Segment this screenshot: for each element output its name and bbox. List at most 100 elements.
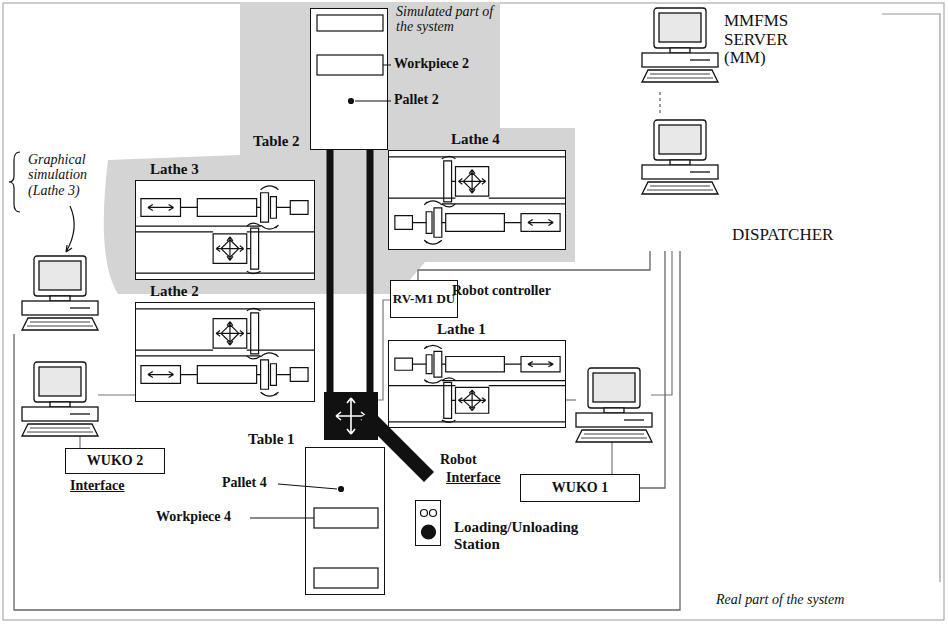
part-label: Interface xyxy=(446,470,500,485)
monitor-stand xyxy=(670,48,690,53)
node-text: Lathe 4 xyxy=(451,131,500,148)
lathe-part xyxy=(446,214,505,232)
node-text: DISPATCHER xyxy=(732,226,833,245)
node-text: Lathe 2 xyxy=(150,283,199,300)
outer-frame xyxy=(3,3,944,620)
lathe-part xyxy=(521,214,560,232)
lathe-detail xyxy=(389,364,565,422)
system-unit xyxy=(642,165,718,179)
computer-icon xyxy=(22,256,98,330)
part-label: Real part of the system xyxy=(716,592,844,607)
rail xyxy=(327,150,334,392)
lathe-drawing xyxy=(389,345,565,422)
monitor xyxy=(34,362,86,402)
keyboard xyxy=(22,318,98,330)
lathe-detail xyxy=(247,308,261,358)
lathe-detail xyxy=(247,223,261,273)
wire xyxy=(79,436,80,448)
lathe-part xyxy=(444,382,452,418)
node-drawing xyxy=(389,341,565,427)
pallet-slot xyxy=(314,568,378,588)
keyboard xyxy=(22,424,98,436)
node-text: Table 2 xyxy=(253,133,300,150)
robot-controller-box: RV-M1 DU xyxy=(390,280,458,318)
drive-slot xyxy=(690,59,710,60)
lathe-box: Lathe 4 xyxy=(388,150,566,250)
lathe-drawing xyxy=(136,308,314,396)
node-drawing xyxy=(306,448,384,594)
pallet-table: Table 2 xyxy=(310,8,388,150)
monitor xyxy=(654,8,706,48)
node-drawing xyxy=(136,181,314,279)
pallet-dot xyxy=(349,99,354,104)
system-unit xyxy=(22,301,98,315)
lathe-detail xyxy=(458,390,485,411)
node-text: Table 1 xyxy=(248,431,295,448)
node-drawing xyxy=(136,303,314,401)
screen xyxy=(593,373,635,402)
system-unit xyxy=(22,407,98,421)
lathe-detail xyxy=(442,156,456,206)
wire xyxy=(566,399,576,400)
monitor xyxy=(34,256,86,296)
lathe-part xyxy=(434,351,442,377)
lathe-part xyxy=(434,208,442,237)
node-text: Loading/Unloading Station xyxy=(454,519,604,552)
lathe-part xyxy=(426,212,432,234)
node-text: Graphical simulation (Lathe 3) xyxy=(28,152,110,198)
keys xyxy=(647,186,713,190)
lathe-part xyxy=(261,360,269,389)
part-label: Workpiece 2 xyxy=(394,56,469,71)
lathe-detail xyxy=(528,362,553,367)
node-text: Lathe 3 xyxy=(150,161,199,178)
station-buttons xyxy=(421,510,437,540)
lathe-part xyxy=(141,366,181,384)
drive-slot xyxy=(690,171,710,172)
lathe-box: Lathe 2 xyxy=(135,302,315,402)
lathe-detail xyxy=(148,205,174,211)
node-text: MMFMS SERVER (MM) xyxy=(724,12,824,68)
keys xyxy=(27,322,93,326)
lathe-detail xyxy=(261,186,279,229)
computer-icon xyxy=(642,8,718,82)
lathe-part xyxy=(197,199,256,217)
part-label: Interface xyxy=(70,478,124,493)
screen xyxy=(39,367,81,396)
wire xyxy=(98,394,135,395)
computer-icon xyxy=(642,120,718,194)
part-label: Simulated part of the system xyxy=(396,4,496,35)
lathe-part xyxy=(395,216,413,230)
node-drawing xyxy=(389,151,565,249)
monitor-stand xyxy=(50,402,70,407)
lathe-part xyxy=(290,201,308,215)
lathe-detail xyxy=(216,237,244,261)
cable-connector xyxy=(659,92,660,116)
lathe-detail xyxy=(136,309,314,375)
lathe-box: Lathe 3 xyxy=(135,180,315,280)
lathe-box: Lathe 1 xyxy=(388,340,566,428)
keyboard xyxy=(576,430,652,442)
lathe-part xyxy=(455,167,488,196)
monitor xyxy=(588,368,640,408)
lathe-detail xyxy=(528,220,553,226)
lathe-detail xyxy=(389,157,565,223)
button xyxy=(422,525,436,539)
part-label: Robot controller xyxy=(452,283,551,298)
pointer-arrow xyxy=(66,206,74,252)
computer-icon xyxy=(576,368,652,442)
bracket xyxy=(9,152,20,212)
lathe-part xyxy=(213,234,247,263)
interface-box: WUKO 2 xyxy=(65,448,165,474)
keys xyxy=(647,74,713,78)
pallet-slot xyxy=(317,15,383,31)
lathe-part xyxy=(251,228,259,269)
lathe-part xyxy=(270,364,276,386)
keys xyxy=(27,428,93,432)
screen xyxy=(39,261,81,290)
rail xyxy=(367,150,374,392)
lathe-drawing xyxy=(389,156,565,244)
part-label: Pallet 4 xyxy=(222,475,267,490)
lathe-detail xyxy=(216,322,244,346)
cable-connector xyxy=(418,251,650,280)
lathe-drawing xyxy=(136,186,314,274)
